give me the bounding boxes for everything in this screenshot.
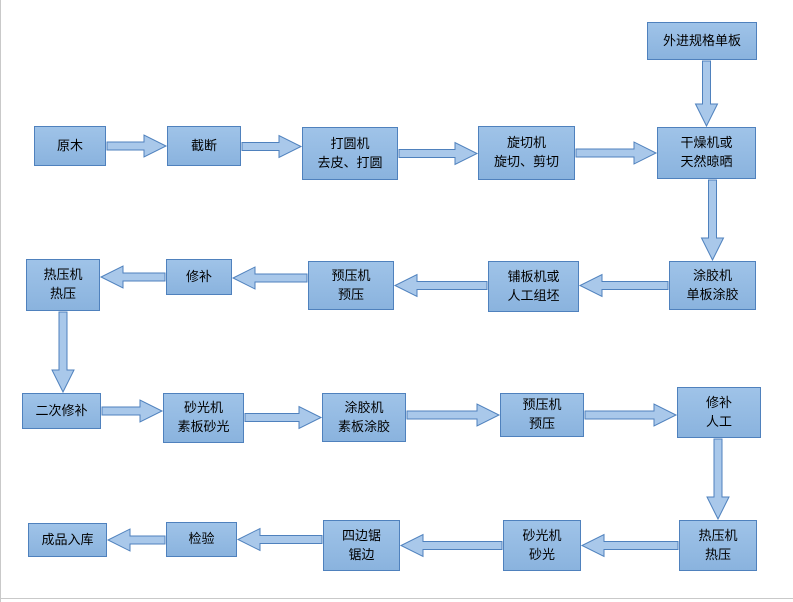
process-box-label: 预压 bbox=[337, 287, 364, 303]
frame-bottom-border bbox=[0, 598, 793, 599]
process-box-tujiao2: 涂胶机素板涂胶 bbox=[322, 393, 406, 442]
process-box-waijin: 外进规格单板 bbox=[647, 22, 757, 60]
process-box-label: 原木 bbox=[56, 138, 83, 154]
process-box-jianyan: 检验 bbox=[166, 522, 237, 557]
process-box-label: 截断 bbox=[190, 138, 217, 154]
flow-arrow-puban-to-yuya1 bbox=[393, 273, 488, 298]
process-box-chengpin: 成品入库 bbox=[28, 523, 107, 557]
process-box-label: 热压 bbox=[49, 287, 76, 302]
process-box-label: 预压机 bbox=[522, 398, 562, 413]
process-box-label: 二次修补 bbox=[35, 403, 88, 419]
process-box-shaguang2: 砂光机砂光 bbox=[503, 520, 581, 571]
process-box-label: 成品入库 bbox=[41, 532, 94, 548]
process-box-shaguang1: 砂光机素板砂光 bbox=[163, 393, 244, 443]
process-box-label: 去皮、打圆 bbox=[317, 155, 383, 171]
process-box-label: 旋切机 bbox=[506, 136, 546, 151]
process-box-label: 外进规格单板 bbox=[662, 33, 741, 49]
process-box-reya2: 热压机热压 bbox=[679, 520, 757, 571]
process-box-yuanmu: 原木 bbox=[34, 126, 106, 166]
flow-arrow-yuya1-to-xiubu1 bbox=[231, 266, 308, 290]
flow-arrow-tujiao1-to-puban bbox=[578, 273, 669, 298]
flow-arrow-tujiao2-to-yuya2 bbox=[406, 403, 501, 427]
process-box-label: 预压 bbox=[528, 417, 555, 432]
flow-arrow-xiubu1-to-reya1 bbox=[99, 265, 166, 289]
flow-arrow-dayuan-to-xuanqie bbox=[398, 141, 479, 166]
process-box-tujiao1: 涂胶机单板涂胶 bbox=[669, 261, 756, 310]
process-box-xuanqie: 旋切机旋切、剪切 bbox=[478, 126, 575, 180]
flow-arrow-ganzao-to-tujiao1 bbox=[700, 179, 725, 262]
process-box-label: 单板涂胶 bbox=[686, 287, 739, 303]
flow-arrow-reya2-to-shaguang2 bbox=[580, 533, 679, 558]
flow-arrow-yuya2-to-xiubu2 bbox=[584, 403, 678, 427]
process-box-label: 砂光机 bbox=[522, 528, 562, 544]
process-box-dayuan: 打圆机去皮、打圆 bbox=[302, 127, 398, 180]
process-box-erci: 二次修补 bbox=[22, 393, 101, 429]
flow-arrow-reya1-to-erci bbox=[51, 311, 75, 394]
process-box-label: 涂胶机 bbox=[344, 400, 384, 416]
frame-left-border bbox=[0, 0, 1, 602]
process-box-puban: 铺板机或人工组坯 bbox=[488, 261, 579, 312]
flow-arrow-xiubu2-to-reya2 bbox=[706, 438, 730, 521]
process-box-sibian: 四边锯锯边 bbox=[323, 520, 400, 571]
flow-arrow-xuanqie-to-ganzao bbox=[575, 141, 658, 165]
process-box-label: 修补 bbox=[705, 395, 732, 411]
flow-arrow-jianyan-to-chengpin bbox=[106, 528, 166, 552]
process-box-label: 人工组坯 bbox=[507, 288, 560, 304]
process-box-label: 人工 bbox=[705, 414, 732, 430]
flow-arrow-waijin-to-ganzao bbox=[694, 60, 719, 128]
process-box-label: 热压机 bbox=[43, 268, 83, 283]
flow-arrow-yuanmu-to-jieduan bbox=[106, 134, 168, 158]
process-box-label: 打圆机 bbox=[330, 136, 370, 152]
process-box-label: 检验 bbox=[188, 532, 215, 547]
process-box-label: 四边锯 bbox=[341, 528, 381, 544]
process-box-label: 涂胶机 bbox=[692, 268, 732, 284]
process-box-label: 铺板机或 bbox=[507, 269, 560, 285]
process-box-ganzao: 干燥机或天然晾晒 bbox=[657, 127, 756, 179]
process-box-label: 干燥机或 bbox=[680, 136, 733, 151]
process-box-label: 砂光机 bbox=[183, 401, 223, 416]
process-box-label: 天然晾晒 bbox=[680, 155, 733, 170]
process-box-reya1: 热压机热压 bbox=[26, 259, 100, 311]
flow-arrow-shaguang1-to-tujiao2 bbox=[244, 405, 323, 430]
process-box-label: 素板涂胶 bbox=[337, 419, 390, 435]
process-box-xiubu1: 修补 bbox=[166, 259, 232, 295]
process-box-xiubu2: 修补人工 bbox=[677, 387, 761, 438]
process-box-label: 热压机 bbox=[698, 528, 738, 544]
process-box-jieduan: 截断 bbox=[167, 126, 241, 166]
flow-arrow-shaguang2-to-sibian bbox=[399, 533, 503, 558]
flow-arrow-erci-to-shaguang1 bbox=[101, 399, 164, 423]
flow-arrow-sibian-to-jianyan bbox=[236, 527, 323, 552]
process-box-label: 预压机 bbox=[331, 268, 371, 284]
process-box-label: 砂光 bbox=[528, 547, 555, 563]
process-box-label: 旋切、剪切 bbox=[493, 155, 559, 170]
flow-arrow-jieduan-to-dayuan bbox=[241, 134, 303, 159]
process-box-yuya1: 预压机预压 bbox=[308, 261, 394, 310]
process-box-yuya2: 预压机预压 bbox=[500, 393, 584, 437]
process-box-label: 修补 bbox=[185, 269, 212, 285]
process-box-label: 素板砂光 bbox=[177, 420, 230, 435]
process-box-label: 锯边 bbox=[348, 547, 375, 563]
process-box-label: 热压 bbox=[704, 547, 731, 563]
